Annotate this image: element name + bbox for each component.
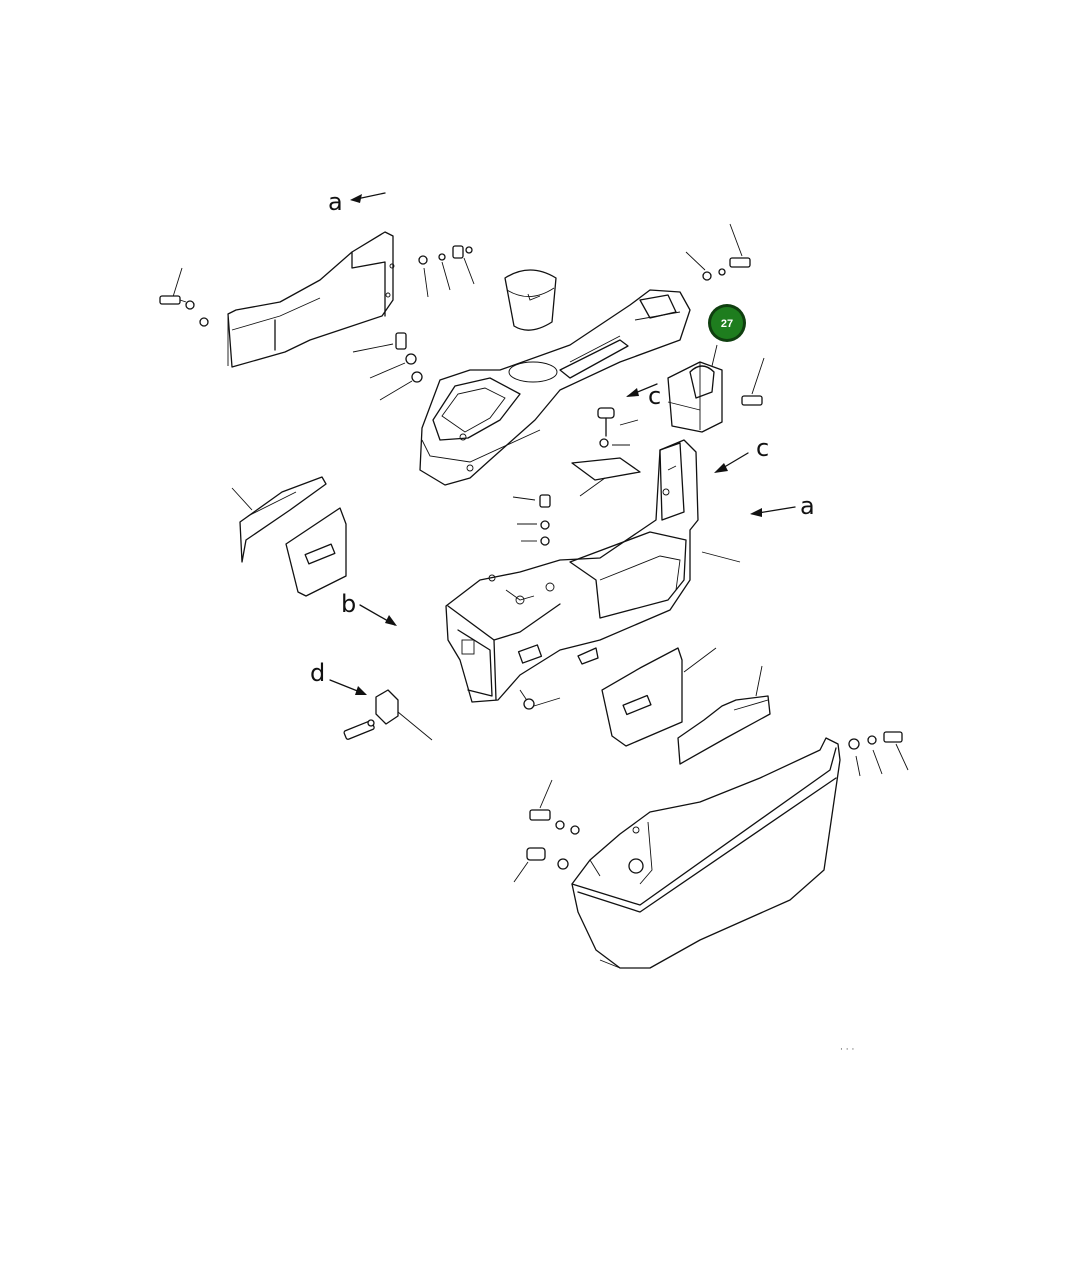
left-side-cover-panel <box>227 231 395 368</box>
label-a-right: a <box>750 492 815 520</box>
shift-lever-bracket <box>667 357 765 433</box>
letter-c-right: c <box>756 434 769 462</box>
label-b-left: b <box>341 590 397 626</box>
label-c-upper: c <box>626 382 661 410</box>
label-d-left: d <box>310 659 367 695</box>
callout-number: 27 <box>721 318 733 330</box>
left-insulation-panel <box>285 507 347 597</box>
right-trim-sheet <box>677 665 771 765</box>
letter-a-top: a <box>328 188 343 216</box>
lower-right-bolt-set <box>848 731 909 777</box>
label-a-top: a <box>328 188 386 216</box>
lower-left-bolt-set <box>513 779 580 883</box>
d-bracket-bolt <box>343 689 433 741</box>
center-bolt-stack <box>512 494 551 546</box>
main-console-frame <box>445 439 741 710</box>
part-callout-27[interactable]: 27 <box>708 304 746 367</box>
right-insulation-panel <box>601 647 717 747</box>
letter-b-left: b <box>341 590 356 618</box>
footer-mark: · · · <box>840 1045 854 1055</box>
left-panel-bolt-set <box>159 267 209 327</box>
upper-bolt-washer-set <box>418 245 475 298</box>
lower-side-cover <box>571 737 841 969</box>
letter-a-right: a <box>800 492 815 520</box>
callout-badge[interactable] <box>711 307 743 339</box>
upper-right-bolt-set <box>685 223 751 281</box>
mid-bolt-washer-set <box>352 332 423 401</box>
label-c-right: c <box>714 434 769 473</box>
cup-holder <box>504 269 557 331</box>
left-trim-sheet <box>231 476 327 563</box>
plate-bolt-set <box>571 407 641 497</box>
letter-c-upper: c <box>648 382 661 410</box>
console-top-cover <box>419 289 691 486</box>
letter-d-left: d <box>310 659 325 687</box>
